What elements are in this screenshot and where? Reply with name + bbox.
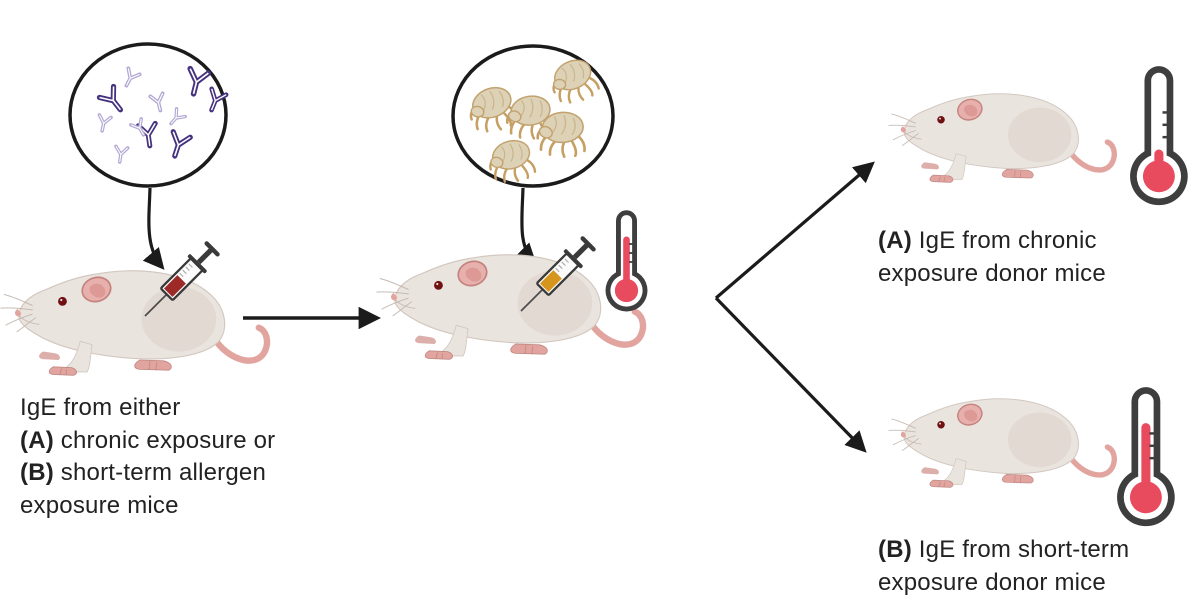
caption-text: exposure donor mice [878, 568, 1106, 596]
caption-text: IgE from either [20, 394, 181, 421]
inject-arrow-allergen [514, 187, 537, 265]
caption-line: exposure donor mice [878, 567, 1129, 600]
caption-bold: (B) [878, 536, 912, 563]
caption-text: exposure donor mice [878, 259, 1106, 287]
thermometer-low-icon [1128, 64, 1189, 207]
caption-outcome-b: (B) IgE from short-term exposure donor m… [878, 534, 1129, 599]
donor-mouse [0, 271, 267, 375]
caption-line: exposure donor mice [878, 258, 1106, 291]
caption-outcome-a: (A) IgE from chronic exposure donor mice [878, 225, 1106, 290]
ige-antibody-circle [68, 42, 226, 188]
caption-line: (B) short-term allergen [20, 457, 275, 490]
caption-text: short-term allergen [53, 459, 266, 486]
inject-arrow-donor [142, 187, 165, 270]
thermometer-challenge-icon [604, 209, 649, 313]
caption-line: exposure mice [20, 490, 275, 523]
caption-text: chronic exposure or [53, 426, 276, 454]
recipient-mouse [376, 255, 643, 359]
caption-text: IgE from chronic [911, 227, 1097, 254]
thermometer-high-icon [1115, 385, 1176, 528]
branch-arrow-a [714, 161, 875, 300]
caption-bold: (B) [20, 459, 54, 486]
outcome-mouse-b [888, 399, 1114, 488]
caption-bold: (A) [20, 426, 54, 454]
caption-line: (A) IgE from chronic [878, 225, 1106, 258]
caption-line: IgE from either [20, 392, 275, 425]
caption-donor: IgE from either (A) chronic exposure or … [20, 392, 275, 522]
caption-line: (A) chronic exposure or [20, 425, 275, 458]
caption-text: IgE from short-term [911, 536, 1130, 563]
branch-arrow-b [714, 296, 867, 453]
outcome-mouse-a [888, 94, 1114, 183]
caption-bold: (A) [878, 227, 912, 254]
caption-text: exposure mice [20, 491, 179, 519]
caption-line: (B) IgE from short-term [878, 534, 1129, 567]
allergen-mite-circle [451, 44, 615, 188]
